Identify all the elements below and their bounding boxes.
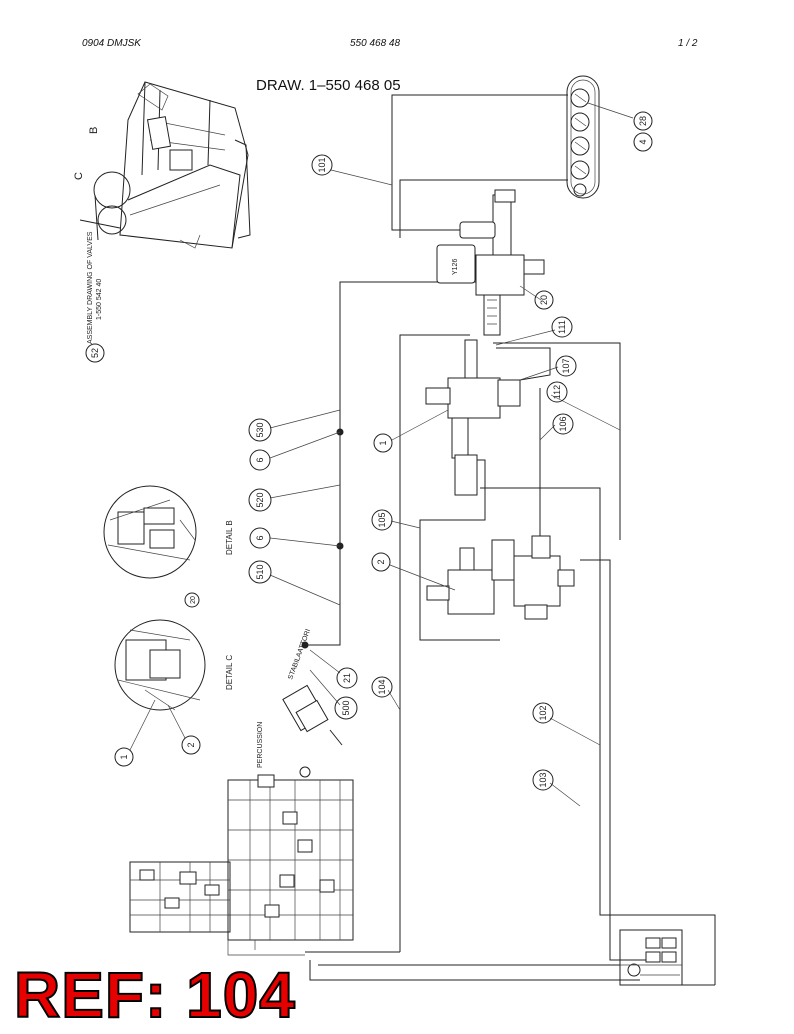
callout-2-detail: 2 (181, 735, 201, 755)
callout-20-detail: 20 (184, 592, 200, 608)
assembly-drawing-label: ASSEMBLY DRAWING OF VALVES (87, 231, 94, 344)
solenoid-valve-upper (436, 189, 545, 336)
assembly-drawing-number: 1-550 542 40 (96, 279, 103, 320)
valve-block-1 (425, 339, 521, 496)
svg-text:52: 52 (90, 348, 100, 358)
callout-28: 28 (633, 111, 653, 131)
svg-text:102: 102 (538, 705, 548, 720)
callout-2-mid: 2 (371, 552, 391, 572)
svg-text:20: 20 (539, 295, 549, 305)
machine-assembly-sketch (79, 81, 251, 249)
svg-text:28: 28 (638, 116, 648, 126)
callout-520: 520 (248, 488, 272, 512)
header-page-number: 1 / 2 (678, 38, 698, 49)
detail-c-view (114, 619, 206, 711)
valve-code-label: Y126 (452, 259, 459, 275)
svg-text:106: 106 (558, 416, 568, 431)
callout-112: 112 (546, 381, 568, 403)
callout-103: 103 (532, 769, 554, 791)
detail-b-label: DETAIL B (225, 520, 234, 555)
svg-text:112: 112 (552, 385, 562, 399)
junction-dot (301, 641, 309, 649)
svg-text:21: 21 (342, 673, 352, 683)
callout-4: 4 (633, 132, 653, 152)
letter-c-label: C (73, 172, 85, 180)
callout-20-top: 20 (534, 290, 554, 310)
callout-106: 106 (552, 413, 574, 435)
callout-6-lower: 6 (249, 527, 271, 549)
detail-c-label: DETAIL C (225, 655, 234, 690)
valve-block-2 (426, 535, 575, 620)
drawing-title: DRAW. 1–550 468 05 (256, 77, 401, 94)
callout-1-mid: 1 (373, 433, 393, 453)
callout-105: 105 (371, 509, 393, 531)
svg-text:6: 6 (255, 535, 265, 540)
svg-text:500: 500 (341, 700, 351, 715)
svg-text:510: 510 (255, 564, 265, 579)
reference-label: REF: 104 (13, 959, 296, 1031)
header-document-number: 550 468 48 (350, 38, 401, 49)
callout-102: 102 (532, 702, 554, 724)
svg-text:1: 1 (378, 440, 388, 445)
leader-lines (269, 169, 621, 807)
svg-text:111: 111 (557, 320, 567, 334)
svg-text:6: 6 (255, 457, 265, 462)
stabilizer-valve (282, 684, 343, 746)
svg-text:1: 1 (119, 754, 129, 759)
letter-b-label: B (88, 127, 100, 134)
svg-text:103: 103 (538, 772, 548, 787)
callout-500: 500 (334, 696, 358, 720)
svg-text:105: 105 (377, 512, 387, 527)
callout-101: 101 (311, 154, 333, 176)
svg-text:2: 2 (376, 559, 386, 564)
svg-text:104: 104 (377, 679, 387, 694)
detail-b-view (103, 485, 197, 579)
callout-21: 21 (336, 667, 358, 689)
svg-text:101: 101 (317, 157, 327, 172)
hydraulic-schematic (129, 766, 354, 956)
percussion-label: PERCUSSION (257, 722, 264, 768)
callout-510: 510 (248, 560, 272, 584)
stabilaattori-label: STABILAATTORI (287, 628, 312, 681)
callout-6-upper: 6 (249, 449, 271, 471)
small-schematic (619, 929, 683, 986)
gauge-panel (566, 75, 600, 199)
svg-text:107: 107 (561, 358, 571, 373)
callout-111: 111 (551, 316, 573, 338)
callout-530: 530 (248, 418, 272, 442)
svg-text:520: 520 (255, 492, 265, 507)
header-left-code: 0904 DMJSK (82, 38, 141, 49)
svg-text:4: 4 (638, 139, 648, 144)
callout-104: 104 (371, 676, 393, 698)
svg-text:20: 20 (190, 596, 197, 604)
callout-52: 52 (85, 343, 105, 363)
hose-lines (305, 94, 716, 986)
svg-text:530: 530 (255, 422, 265, 437)
callout-107: 107 (555, 355, 577, 377)
svg-text:2: 2 (186, 742, 196, 747)
callout-1-detail: 1 (114, 747, 134, 767)
